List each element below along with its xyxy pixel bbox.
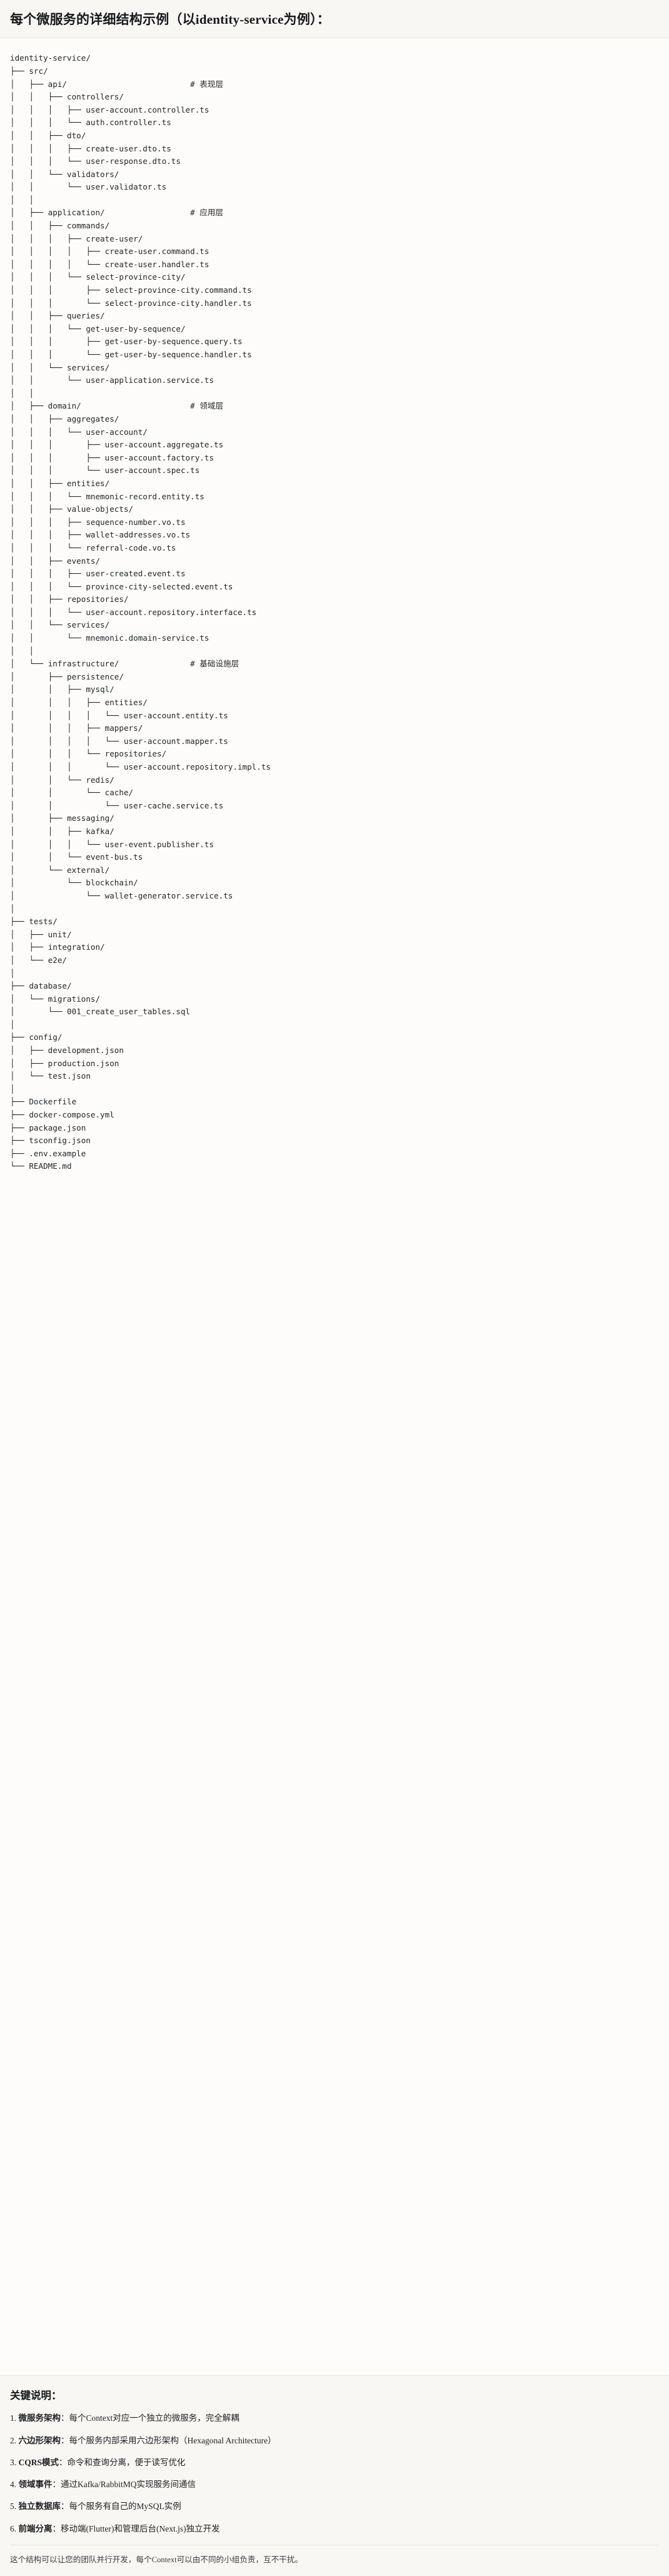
- key-note-item: 微服务架构：每个Context对应一个独立的微服务，完全解耦: [10, 2412, 659, 2425]
- page-title: 每个微服务的详细结构示例（以identity-service为例）：: [10, 12, 330, 27]
- key-notes-section: 关键说明： 微服务架构：每个Context对应一个独立的微服务，完全解耦六边形架…: [0, 2376, 669, 2576]
- key-note-text: ：每个服务有自己的MySQL实例: [61, 2502, 181, 2512]
- key-note-lead: 独立数据库: [18, 2502, 61, 2512]
- key-note-text: ：每个服务内部采用六边形架构（Hexagonal Architecture）: [61, 2435, 276, 2445]
- key-note-item: 前端分离：移动端(Flutter)和管理后台(Next.js)独立开发: [10, 2523, 659, 2535]
- directory-tree: identity-service/ ├── src/ │ ├── api/ # …: [10, 53, 271, 1171]
- key-note-item: CQRS模式：命令和查询分离，便于读写优化: [10, 2456, 659, 2469]
- key-notes-footer: 这个结构可以让您的团队并行开发，每个Context可以由不同的小组负责，互不干扰…: [10, 2544, 659, 2566]
- key-note-lead: CQRS模式: [18, 2457, 59, 2467]
- key-note-lead: 前端分离: [18, 2523, 53, 2533]
- key-note-item: 领域事件：通过Kafka/RabbitMQ实现服务间通信: [10, 2478, 659, 2491]
- key-note-item: 独立数据库：每个服务有自己的MySQL实例: [10, 2500, 659, 2513]
- directory-tree-block: identity-service/ ├── src/ │ ├── api/ # …: [0, 38, 669, 2376]
- key-note-text: ：命令和查询分离，便于读写优化: [59, 2457, 186, 2467]
- key-note-text: ：每个Context对应一个独立的微服务，完全解耦: [61, 2413, 239, 2423]
- key-note-text: ：移动端(Flutter)和管理后台(Next.js)独立开发: [52, 2523, 220, 2533]
- key-note-lead: 领域事件: [18, 2480, 53, 2490]
- key-notes-title: 关键说明：: [10, 2390, 62, 2402]
- key-notes-list: 微服务架构：每个Context对应一个独立的微服务，完全解耦六边形架构：每个服务…: [10, 2412, 659, 2535]
- header-section: 每个微服务的详细结构示例（以identity-service为例）：: [0, 0, 669, 39]
- key-note-lead: 六边形架构: [18, 2435, 61, 2445]
- key-note-item: 六边形架构：每个服务内部采用六边形架构（Hexagonal Architectu…: [10, 2435, 659, 2447]
- key-note-lead: 微服务架构: [18, 2413, 61, 2423]
- key-note-text: ：通过Kafka/RabbitMQ实现服务间通信: [52, 2480, 196, 2490]
